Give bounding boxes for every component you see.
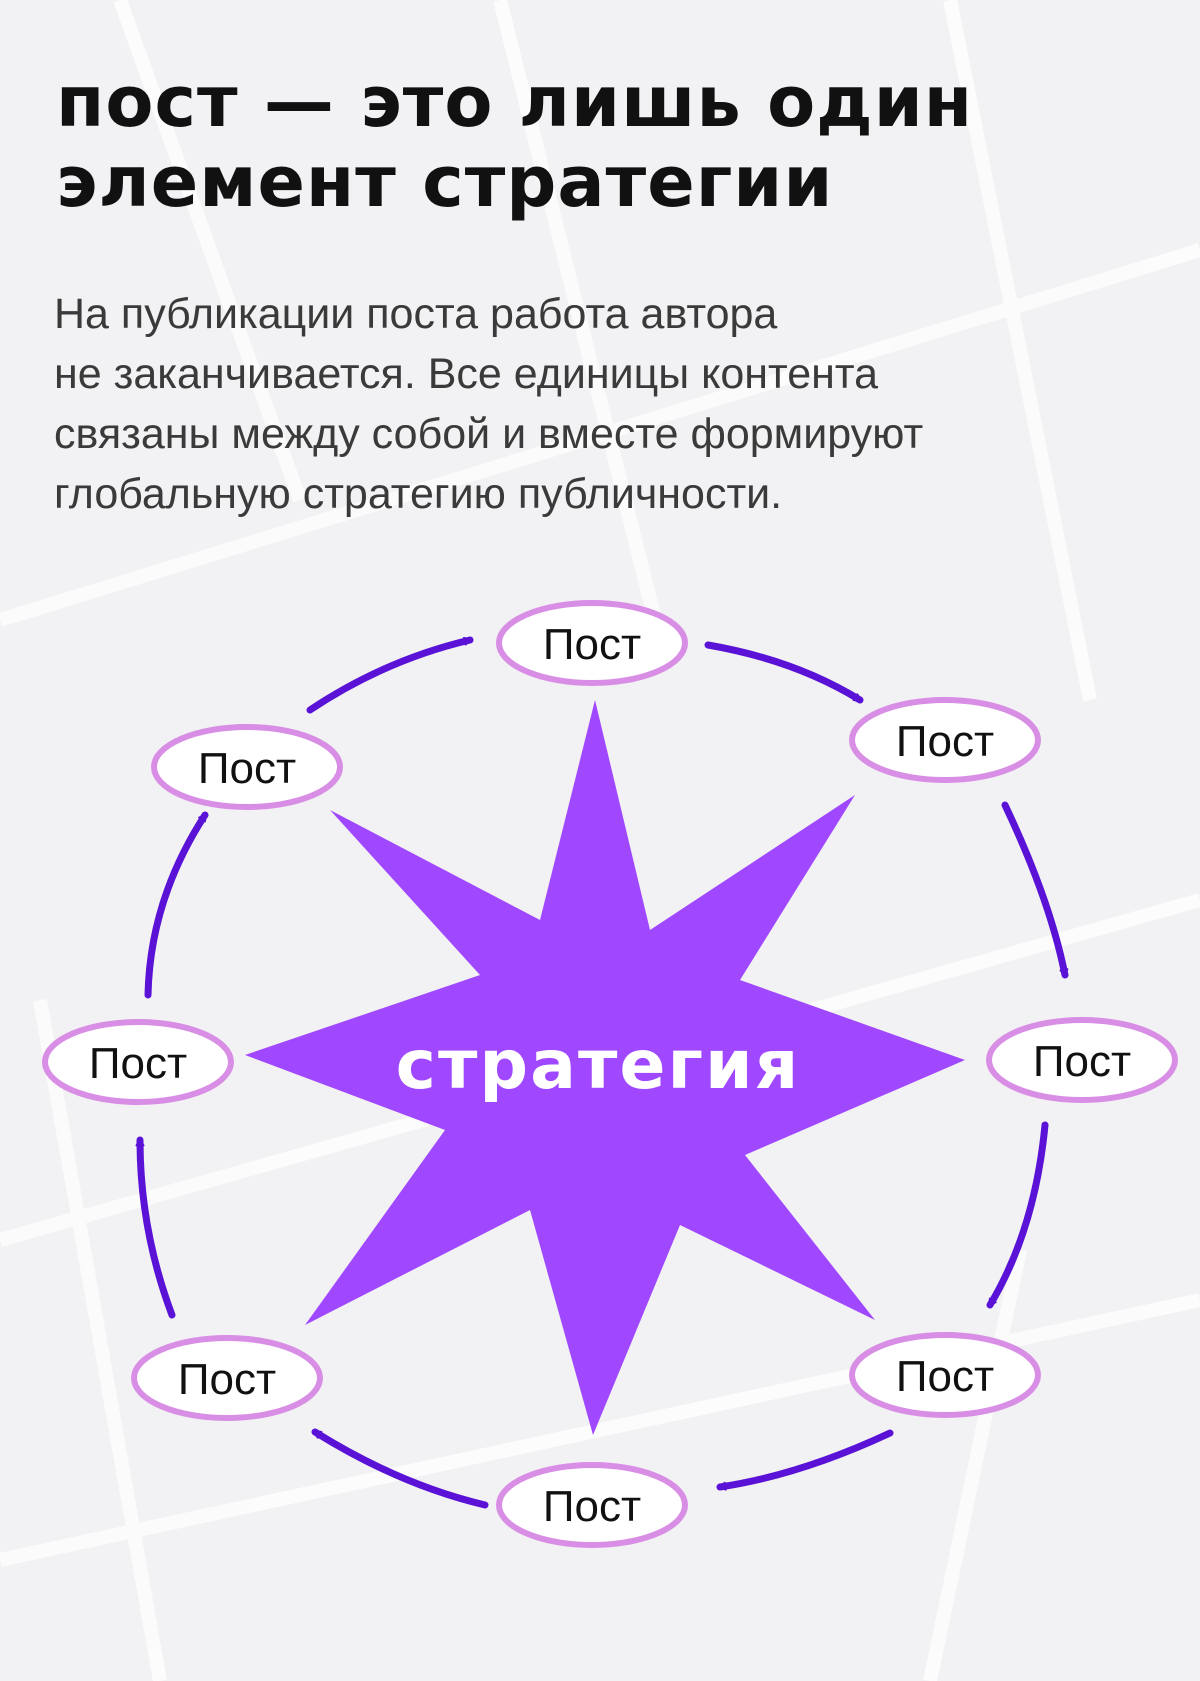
arrow-6 — [135, 1136, 176, 1319]
post-node-label: Пост — [1033, 1037, 1131, 1086]
post-node-label: Пост — [198, 744, 296, 793]
post-node: Пост — [131, 1335, 323, 1421]
post-node-outline — [131, 1335, 323, 1421]
post-node: Пост — [151, 724, 343, 810]
post-node-label: Пост — [896, 1352, 994, 1401]
post-node: Пост — [849, 697, 1041, 783]
page-title: пост — это лишь один элемент стратегии — [56, 61, 974, 223]
arrow-2 — [1001, 801, 1069, 979]
arrow-7 — [144, 811, 209, 999]
post-node: Пост — [849, 1332, 1041, 1418]
post-node-label: Пост — [543, 1482, 641, 1531]
arrow-3 — [986, 1121, 1049, 1309]
post-node-label: Пост — [89, 1039, 187, 1088]
arrow-1 — [704, 641, 864, 704]
post-node-outline — [986, 1017, 1178, 1103]
strategy-label: стратегия — [396, 1026, 801, 1105]
post-node-label: Пост — [896, 717, 994, 766]
post-node-outline — [849, 1332, 1041, 1418]
strategy-star — [245, 700, 965, 1435]
post-node-label: Пост — [178, 1355, 276, 1404]
post-node-outline — [496, 600, 688, 686]
lead-paragraph: На публикации поста работа автора не зак… — [54, 290, 924, 518]
arrow-5 — [311, 1428, 489, 1509]
arrow-8 — [306, 636, 474, 714]
post-node-outline — [151, 724, 343, 810]
post-node-outline — [42, 1019, 234, 1105]
post-node-outline — [849, 697, 1041, 783]
post-node: Пост — [986, 1017, 1178, 1103]
post-node: Пост — [496, 1462, 688, 1548]
post-node-outline — [496, 1462, 688, 1548]
post-node-label: Пост — [543, 620, 641, 669]
post-node: Пост — [496, 600, 688, 686]
arrow-4 — [716, 1429, 894, 1491]
post-node: Пост — [42, 1019, 234, 1105]
